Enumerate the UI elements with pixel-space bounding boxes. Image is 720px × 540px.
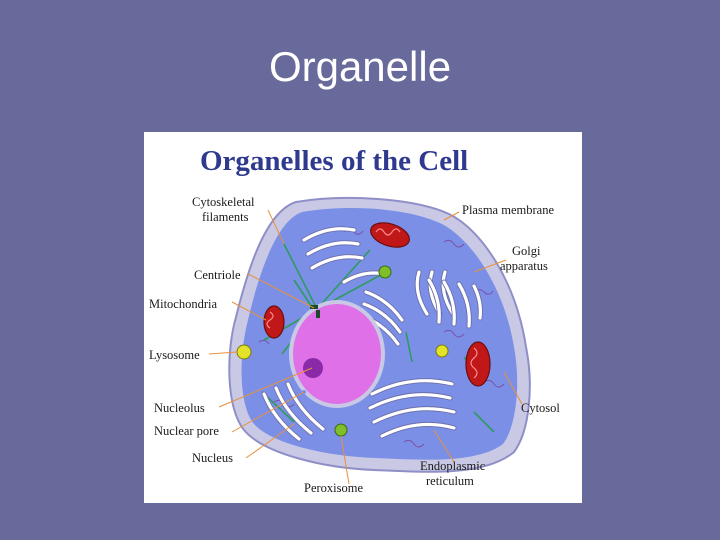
label-nuclear-pore: Nuclear pore [154, 424, 219, 438]
cell-diagram: Organelles of the Cell [144, 132, 582, 503]
diagram-title: Organelles of the Cell [200, 145, 468, 177]
leader-lines [208, 209, 523, 485]
label-nucleus: Nucleus [192, 451, 233, 465]
nucleolus-shape [303, 358, 323, 378]
peroxisome-shape [334, 423, 348, 437]
label-plasma-membrane: Plasma membrane [462, 203, 554, 217]
label-golgi-2: apparatus [500, 259, 548, 273]
mitochondrion-left [263, 305, 285, 339]
label-lysosome: Lysosome [149, 348, 200, 362]
lysosome-shape-2 [435, 344, 449, 358]
label-cytosol: Cytosol [521, 401, 560, 415]
label-cytoskeletal-2: filaments [202, 210, 249, 224]
label-er-1: Endoplasmic [420, 459, 486, 473]
label-golgi-1: Golgi [512, 244, 541, 258]
endoplasmic-reticulum-right [426, 277, 483, 329]
label-peroxisome: Peroxisome [304, 481, 363, 495]
mitochondrion-right [465, 341, 491, 387]
label-nucleolus: Nucleolus [154, 401, 205, 415]
label-cytoskeletal-1: Cytoskeletal [192, 195, 255, 209]
nucleus-envelope [289, 300, 385, 408]
peroxisome-shape-2 [378, 265, 392, 279]
label-mitochondria: Mitochondria [149, 297, 217, 311]
label-centriole: Centriole [194, 268, 241, 282]
slide-title: Organelle [268, 43, 452, 90]
centriole-shape [310, 305, 320, 318]
endoplasmic-reticulum-lower [261, 378, 457, 442]
lysosome-shape [236, 344, 252, 360]
cell-diagram-svg: Organelles of the Cell [149, 145, 560, 495]
label-er-2: reticulum [426, 474, 474, 488]
